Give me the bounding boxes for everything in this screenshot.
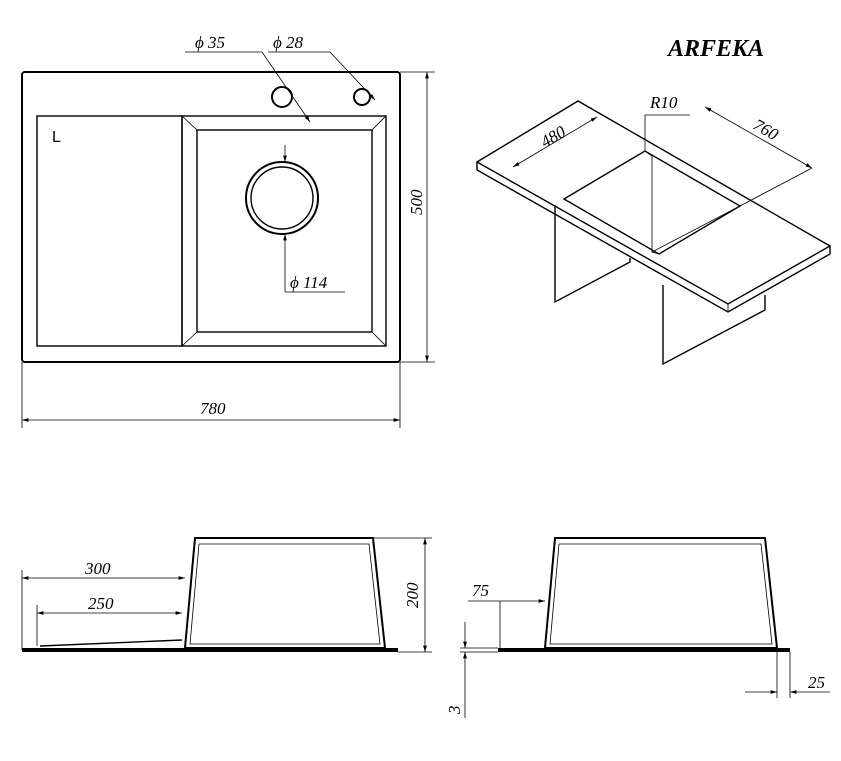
height-dimension: 500 bbox=[407, 189, 426, 215]
bowl-width-dimension: 480 bbox=[537, 122, 569, 152]
dimension-300: 300 bbox=[84, 559, 111, 578]
brand-logo: ARFEKA bbox=[666, 36, 764, 62]
dimension-25: 25 bbox=[808, 673, 825, 692]
hole2-dimension: ϕ 28 bbox=[273, 33, 304, 52]
dimension-75: 75 bbox=[472, 581, 489, 600]
side-label: L bbox=[52, 129, 61, 146]
isometric-view: R10 480 760 bbox=[475, 93, 832, 366]
side-view-right: 75 3 25 bbox=[445, 537, 830, 718]
bowl-length-dimension: 760 bbox=[750, 115, 782, 144]
hole1-dimension: ϕ 35 bbox=[195, 33, 225, 52]
width-dimension: 780 bbox=[200, 399, 226, 418]
overflow-hole bbox=[353, 88, 371, 106]
radius-dimension: R10 bbox=[649, 93, 678, 112]
side-view-left: 300 250 200 bbox=[21, 537, 432, 653]
faucet-hole bbox=[271, 86, 293, 108]
dimension-250: 250 bbox=[88, 594, 114, 613]
top-view: L ϕ 35 ϕ 28 ϕ 114 500 780 bbox=[21, 33, 435, 428]
dimension-3: 3 bbox=[445, 706, 464, 716]
drain-hole bbox=[245, 161, 319, 235]
depth-dimension: 200 bbox=[403, 582, 422, 608]
drain-dimension: ϕ 114 bbox=[290, 273, 328, 292]
